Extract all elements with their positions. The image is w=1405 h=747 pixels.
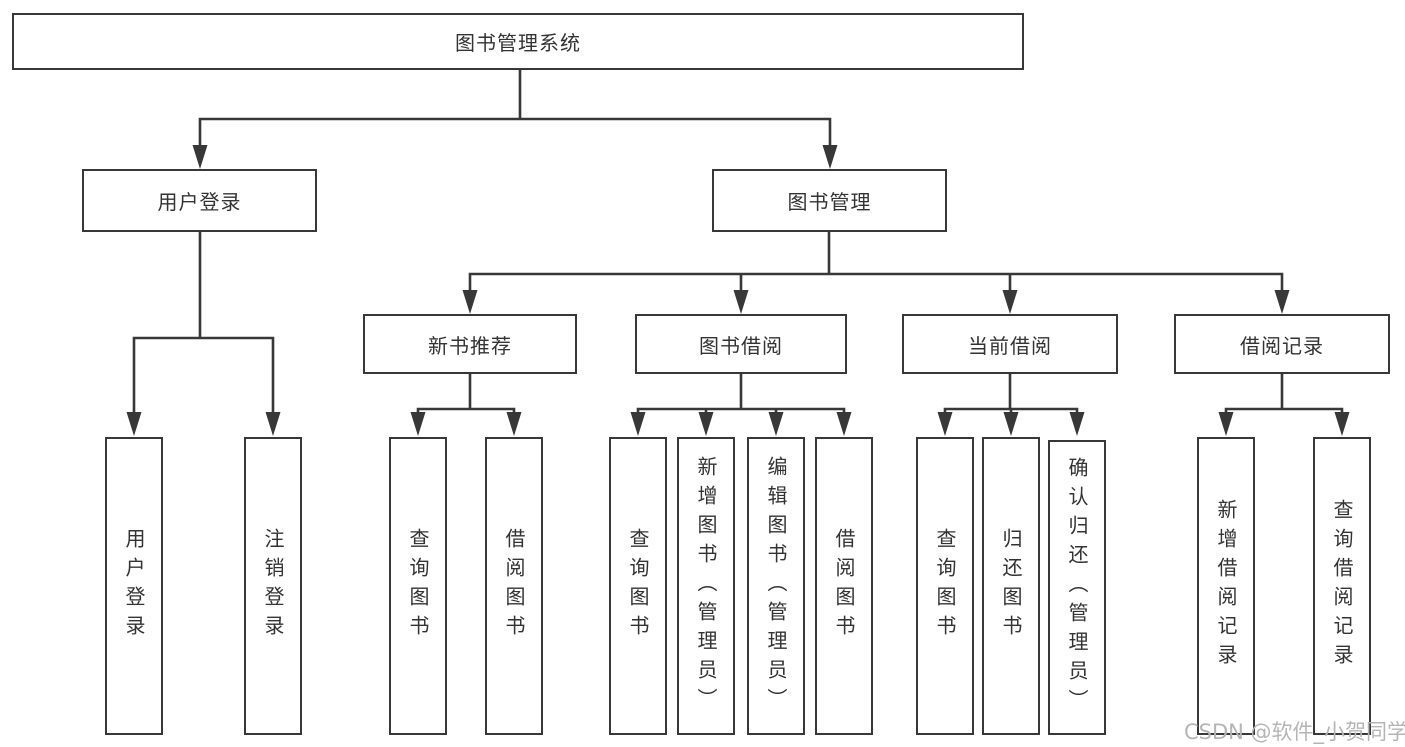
arrowhead bbox=[1002, 290, 1018, 314]
arrowhead bbox=[733, 290, 749, 314]
node-leaf-query-borrow-record: 查询借阅记录 bbox=[1313, 437, 1371, 735]
node-leaf-add-borrow-record: 新增借阅记录 bbox=[1197, 437, 1255, 735]
arrowhead bbox=[1334, 412, 1350, 436]
node-borrowing-records: 借阅记录 bbox=[1174, 314, 1390, 374]
node-book-borrowing: 图书借阅 bbox=[635, 314, 847, 374]
node-leaf-logout: 注销登录 bbox=[244, 437, 302, 735]
arrowhead bbox=[1274, 290, 1290, 314]
node-current-borrowing: 当前借阅 bbox=[902, 314, 1118, 374]
node-leaf-query-books-1: 查询图书 bbox=[389, 437, 447, 735]
arrowhead bbox=[192, 145, 208, 169]
connector-book-management bbox=[468, 230, 1284, 298]
node-leaf-confirm-return-admin: 确认归还（管理员） bbox=[1048, 440, 1106, 735]
connector-current-borrowing bbox=[943, 372, 1079, 418]
watermark: CSDN @软件_小贺同学 bbox=[1184, 720, 1405, 744]
arrowhead bbox=[126, 412, 142, 436]
connector-user-login bbox=[132, 230, 275, 420]
connector-new-book-recommend bbox=[416, 372, 516, 418]
node-leaf-borrow-books-1: 借阅图书 bbox=[485, 437, 543, 735]
arrowhead bbox=[410, 412, 426, 436]
arrowhead bbox=[630, 412, 646, 436]
node-leaf-return-book: 归还图书 bbox=[982, 437, 1040, 735]
node-leaf-edit-book-admin: 编辑图书（管理员） bbox=[747, 437, 805, 735]
node-library-management-system: 图书管理系统 bbox=[12, 13, 1024, 70]
node-leaf-user-login: 用户登录 bbox=[105, 437, 163, 735]
arrowhead bbox=[1003, 412, 1019, 436]
node-leaf-query-books-2: 查询图书 bbox=[609, 437, 667, 735]
node-new-book-recommend: 新书推荐 bbox=[363, 314, 577, 374]
node-book-management: 图书管理 bbox=[712, 169, 947, 232]
arrowhead bbox=[836, 412, 852, 436]
arrowhead bbox=[937, 412, 953, 436]
connector-borrowing-records bbox=[1224, 372, 1344, 418]
node-leaf-borrow-books-2: 借阅图书 bbox=[815, 437, 873, 735]
arrowhead bbox=[768, 412, 784, 436]
arrowhead bbox=[506, 412, 522, 436]
arrowhead bbox=[698, 412, 714, 436]
node-leaf-query-books-3: 查询图书 bbox=[916, 437, 974, 735]
arrowhead bbox=[822, 145, 838, 169]
arrowhead bbox=[1069, 412, 1085, 436]
arrowhead bbox=[265, 412, 281, 436]
connector-root bbox=[198, 68, 832, 152]
arrowhead bbox=[1218, 412, 1234, 436]
node-leaf-add-book-admin: 新增图书（管理员） bbox=[677, 437, 735, 735]
arrowhead bbox=[462, 290, 478, 314]
node-user-login: 用户登录 bbox=[82, 169, 317, 232]
connector-book-borrowing bbox=[636, 372, 846, 418]
